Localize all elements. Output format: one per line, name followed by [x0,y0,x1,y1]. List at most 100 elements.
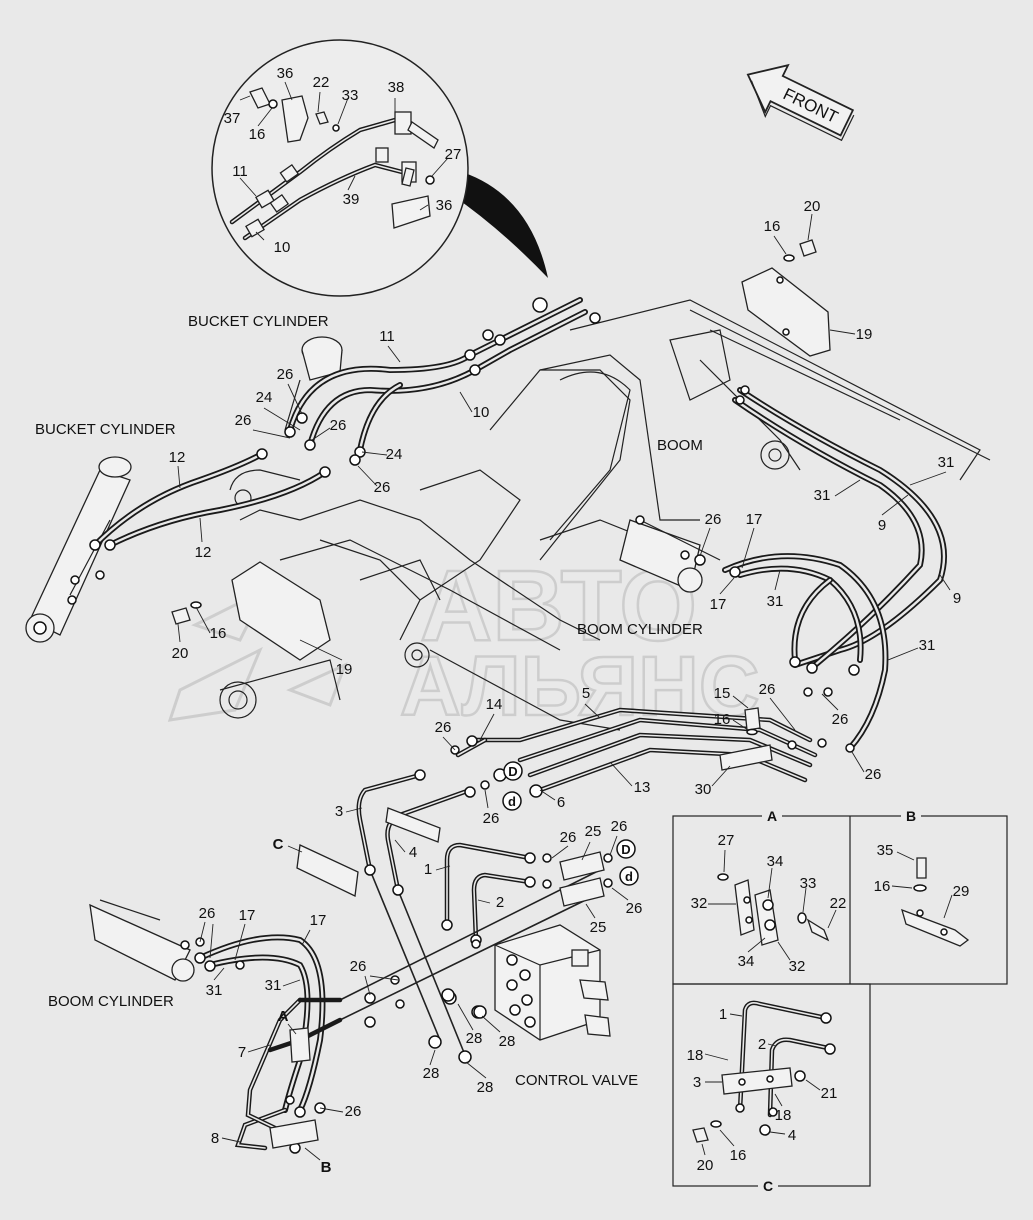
callout: 6 [557,794,565,811]
marker-circle [619,866,639,886]
callout: 4 [788,1127,796,1144]
callout: 26 [235,412,252,429]
callout: 36 [277,65,294,82]
callout: 27 [445,146,462,163]
callout: 26 [759,681,776,698]
callout: 9 [953,590,961,607]
callout: 35 [877,842,894,859]
callout: 16 [249,126,266,143]
watermark-line2: АЛЬЯНС [400,639,760,733]
callout: 4 [409,844,417,861]
callout: 29 [953,883,970,900]
callout: 15 [714,685,731,702]
callout: 33 [342,87,359,104]
callout: 12 [169,449,186,466]
callout: 38 [388,79,405,96]
callout: 3 [335,803,343,820]
callout: 1 [424,861,432,878]
callout: 16 [874,878,891,895]
callout: 28 [466,1030,483,1047]
callout: 1 [719,1006,727,1023]
callout: 5 [582,685,590,702]
boom-structure [171,239,991,731]
label-bucket-cylinder-left: BUCKET CYLINDER [35,421,176,438]
callout: 21 [821,1085,838,1102]
callout: 20 [697,1157,714,1174]
callout: 11 [379,328,395,345]
callout: 10 [274,239,291,256]
marker-circle [502,791,522,811]
callout: 26 [832,711,849,728]
callout: 20 [172,645,189,662]
callout: 22 [830,895,847,912]
callout: 17 [710,596,727,613]
callout: 9 [878,517,886,534]
bucket-cylinder-left-part [25,456,132,643]
callout: 26 [611,818,628,835]
callout: 19 [336,661,353,678]
detail-b: 35 16 29 [874,842,970,947]
markers: D d D d C A B [273,761,639,1176]
callout: 26 [350,958,367,975]
callout: 32 [789,958,806,975]
zoom-callouts: 36 37 16 22 33 38 27 11 39 36 10 [224,65,462,256]
callout: 22 [313,74,330,91]
callout: 13 [634,779,651,796]
zoom-circle [211,39,469,297]
callout: 31 [206,982,223,999]
detail-frames: A B C [672,808,1008,1194]
callout: 26 [199,905,216,922]
callout: 30 [695,781,712,798]
marker-label: d [625,869,633,884]
control-valve [441,924,611,1041]
detail-a: 27 34 33 32 22 34 32 [691,832,847,975]
callout: 2 [758,1036,766,1053]
marker-label: A [278,1008,289,1025]
callout: 16 [730,1147,747,1164]
main-callouts: 20 16 19 11 10 26 24 26 26 24 26 12 12 1… [169,198,962,1147]
label-boom-cylinder-left: BOOM CYLINDER [48,993,174,1010]
callout: 18 [687,1047,704,1064]
callout: 39 [343,191,360,208]
front-arrow: FRONT [746,63,855,142]
callout: 26 [705,511,722,528]
callout: 31 [938,454,955,471]
label-boom-cylinder-right: BOOM CYLINDER [577,621,703,638]
callout: 32 [691,895,708,912]
marker-label: C [273,836,284,853]
callout: 31 [767,593,784,610]
marker-label: D [621,842,630,857]
callout: 26 [330,417,347,434]
hoses-main [89,297,947,1151]
callout: 36 [436,197,453,214]
callout: 17 [310,912,327,929]
callout: 33 [800,875,817,892]
zoom-pointer [452,172,548,278]
boom-cylinder-right-part [619,519,721,593]
callout: 26 [345,1103,362,1120]
callout: 20 [804,198,821,215]
detail-c-title: C [763,1178,773,1194]
callout: 31 [814,487,831,504]
callout: 25 [585,823,602,840]
callout: 18 [775,1107,792,1124]
callout: 14 [486,696,503,713]
callout: 26 [560,829,577,846]
callout: 27 [718,832,735,849]
detail-a-title: A [767,808,777,824]
callout: 31 [919,637,936,654]
callout: 17 [239,907,256,924]
callout: 26 [435,719,452,736]
label-control-valve: CONTROL VALVE [515,1072,638,1089]
callout: 24 [256,389,273,406]
zoom-detail [211,39,548,297]
marker-circle [616,839,636,859]
label-boom: BOOM [657,437,703,454]
callout: 28 [477,1079,494,1096]
fittings [67,297,860,1154]
callout: 31 [265,977,282,994]
callout: 19 [856,326,873,343]
marker-label: D [508,764,517,779]
callout: 16 [764,218,781,235]
detail-c: 1 2 18 3 21 18 4 20 16 [687,1000,838,1174]
